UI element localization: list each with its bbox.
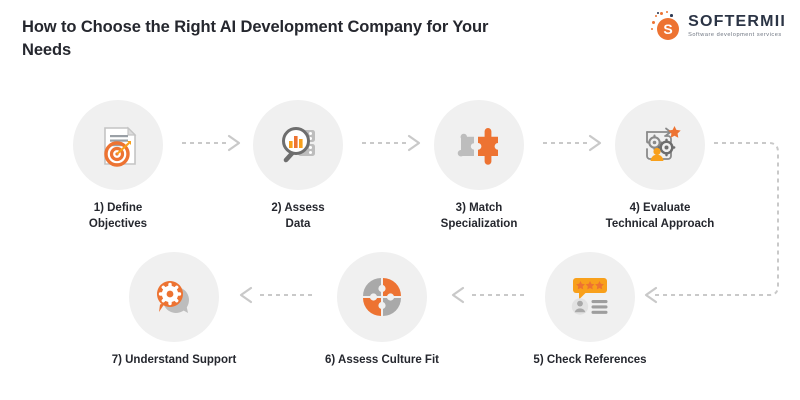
step-node-4[interactable]: 4) Evaluate Technical Approach <box>585 100 735 233</box>
step-node-2[interactable]: 2) Assess Data <box>223 100 373 233</box>
brand-logo: S SOFTERMII Software development service… <box>651 10 786 42</box>
connector-5-to-6 <box>451 286 524 304</box>
step-node-3[interactable]: 3) Match Specialization <box>404 100 554 233</box>
connector-4-to-5-arrowhead <box>644 286 663 304</box>
step-5-label: 5) Check References <box>533 354 647 366</box>
step-1-bubble <box>73 100 163 190</box>
step-node-5[interactable]: 5) Check References <box>515 252 665 369</box>
document-target-icon <box>92 119 144 171</box>
step-7-label: 7) Understand Support <box>111 354 237 366</box>
step-3-bubble <box>434 100 524 190</box>
step-node-1[interactable]: 1) Define Objectives <box>43 100 193 233</box>
connector-1-to-2 <box>182 134 246 152</box>
chat-gear-icon <box>148 271 200 323</box>
step-6-bubble <box>337 252 427 342</box>
step-4-label: 4) Evaluate Technical Approach <box>605 202 715 230</box>
logo-tagline: Software development services <box>688 31 782 38</box>
logo-mark-icon: S <box>651 11 681 41</box>
logo-name: SOFTERMII <box>688 12 786 30</box>
gears-person-star-icon <box>633 118 687 172</box>
step-1-label: 1) Define Objectives <box>88 202 148 230</box>
puzzle-pair-icon <box>453 119 505 171</box>
magnifier-chart-icon <box>272 119 324 171</box>
step-7-bubble <box>129 252 219 342</box>
review-stars-icon <box>563 270 617 324</box>
circular-puzzle-icon <box>356 271 408 323</box>
page-title: How to Choose the Right AI Development C… <box>22 18 489 60</box>
connector-3-to-4 <box>543 134 607 152</box>
step-5-bubble <box>545 252 635 342</box>
connector-4-to-5 <box>654 136 800 306</box>
step-6-label: 6) Assess Culture Fit <box>325 354 439 366</box>
step-node-7[interactable]: 7) Understand Support <box>99 252 249 369</box>
step-2-bubble <box>253 100 343 190</box>
step-3-label: 3) Match Specialization <box>440 202 518 230</box>
step-2-label: 2) Assess Data <box>271 202 325 230</box>
connector-2-to-3 <box>362 134 426 152</box>
logo-letter: S <box>657 18 680 40</box>
connector-6-to-7 <box>239 286 312 304</box>
step-4-bubble <box>615 100 705 190</box>
step-node-6[interactable]: 6) Assess Culture Fit <box>307 252 457 369</box>
